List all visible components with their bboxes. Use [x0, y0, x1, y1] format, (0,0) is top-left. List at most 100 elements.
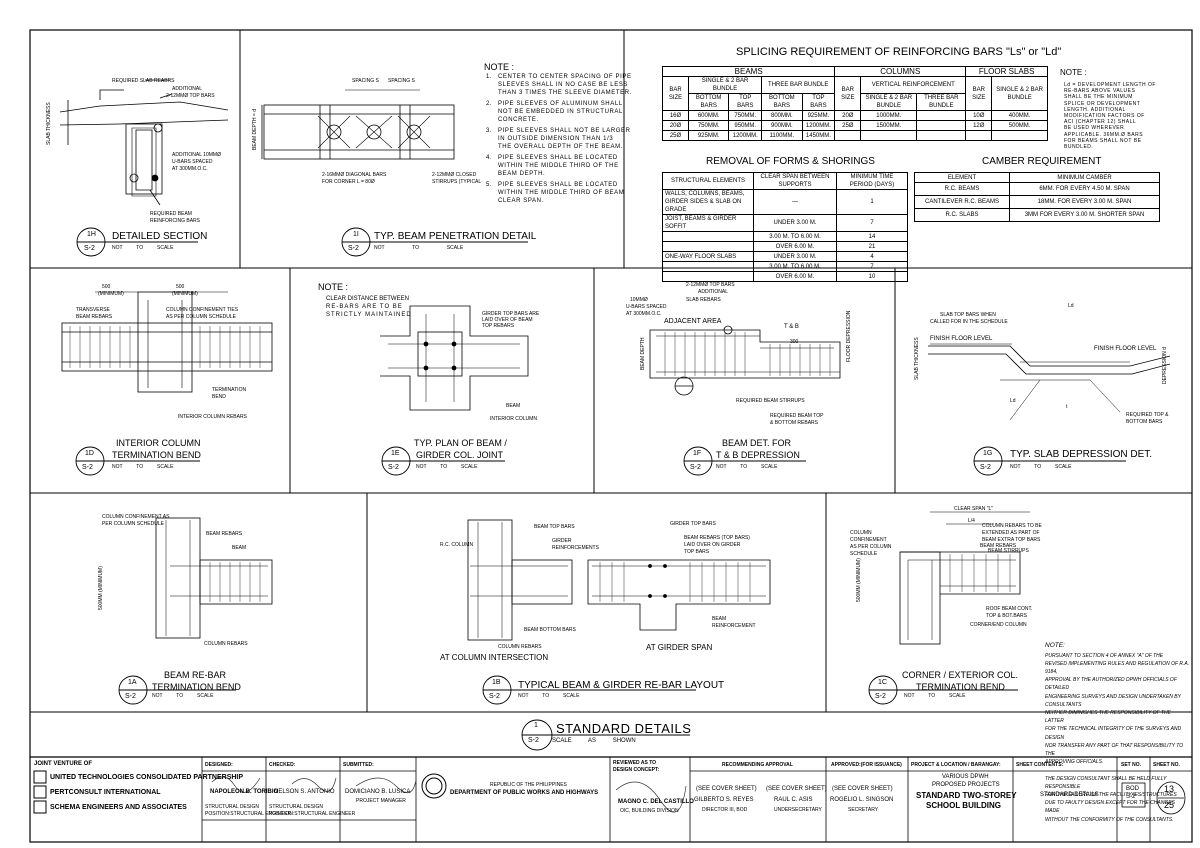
main-sheet: S-2 — [528, 737, 539, 744]
legal-note: NOTE:PURSUANT TO SECTION 4 OF ANNEX "A" … — [1045, 641, 1190, 824]
d1d-title-1: INTERIOR COLUMN — [116, 438, 201, 448]
label-beam-depth: BEAM DEPTH = d — [252, 109, 258, 150]
e-note-title: NOTE : — [318, 282, 349, 292]
rec2-name: RAUL C. ASIS — [774, 797, 813, 803]
detail-1e-drawing — [380, 305, 529, 411]
splicing-note-title: NOTE : — [1060, 68, 1087, 77]
legal-note-line: REVISED IMPLEMENTING RULES AND REGULATIO… — [1045, 660, 1190, 675]
pipe-note-num: 4. — [486, 155, 492, 161]
c-col-rebars-2: EXTENDED AS PART OF — [982, 530, 1040, 536]
camber-cell: R.C. BEAMS — [914, 182, 1010, 196]
splice-col-cell — [916, 120, 967, 131]
top-bars-1: TOP BARS — [728, 93, 763, 111]
c-beam-stir: BEAM STIRRUPS — [988, 548, 1029, 554]
pipe-note-line: THE OVERALL DEPTH OF THE BEAM. — [498, 144, 624, 150]
g-req-1: REQUIRED TOP & — [1126, 412, 1169, 418]
d1d-sheet: S-2 — [82, 464, 93, 471]
vertical-reinf-head: VERTICAL REINFORCEMENT — [860, 76, 967, 94]
splice-slab-cell — [965, 130, 993, 141]
label-req-beam-1: REQUIRED BEAM — [150, 211, 192, 217]
set-1: BOD — [1126, 786, 1140, 792]
legal-note-line: APPROVING OFFICIALS. — [1045, 759, 1104, 766]
forms-title: REMOVAL OF FORMS & SHORINGS — [706, 156, 875, 167]
main-title: STANDARD DETAILS — [556, 721, 692, 736]
splicing-note-line: SHALL BE THE MINIMUM — [1064, 94, 1133, 101]
detail-1a-drawing — [155, 517, 273, 639]
girder-top-3: TOP REBARS — [482, 323, 515, 329]
a-col-rebars: COLUMN REBARS — [204, 641, 248, 647]
splicing-note-line: RE-BARS ABOVE VALUES — [1064, 88, 1136, 95]
detail-1i-drawing — [261, 89, 455, 160]
g-ffl-1: FINISH FLOOR LEVEL — [930, 336, 993, 342]
d1d-500b: 500 — [176, 284, 185, 290]
splice-beam-cell: 950MM. — [728, 120, 763, 131]
submitted-role: PROJECT MANAGER — [356, 798, 406, 804]
d1c-title-2: TERMINATION BEND — [916, 682, 1005, 692]
b-beam-reinf-2: REINFORCEMENT — [712, 623, 756, 629]
b-girder-reinf-2: REINFORCEMENTS — [552, 545, 599, 551]
splice-beam-cell: 1200MM. — [801, 120, 836, 131]
rec-label: RECOMMENDING APPROVAL — [722, 762, 793, 768]
pipe-note-num: 2. — [486, 101, 492, 107]
forms-cell: 4 — [836, 251, 908, 262]
legal-note-line: THE DESIGN CONSULTANT SHALL BE HELD FULL… — [1045, 775, 1167, 790]
b-beam-rebars-2: LAID OVER ON GIRDER — [684, 542, 741, 548]
splicing-table: BEAMS COLUMNS FLOOR SLABS BAR SIZE SINGL… — [661, 66, 1048, 141]
top-bars-2: TOP BARS — [801, 93, 836, 111]
forms-row: OVER 6.00 M.21 — [662, 241, 908, 252]
forms-cell: 7 — [836, 261, 908, 272]
camber-title: CAMBER REQUIREMENT — [982, 156, 1102, 167]
forms-cell: 10 — [836, 271, 908, 282]
d1f-title-1: BEAM DET. FOR — [722, 438, 792, 448]
d1a-scale: NOT TO SCALE — [152, 693, 214, 699]
camber-h1: ELEMENT — [914, 172, 1010, 183]
pipe-note-line: PIPE SLEEVES SHALL BE LOCATED — [498, 155, 618, 161]
label-int-col: INTERIOR COLUMN REBARS — [178, 414, 247, 420]
bar-size-slab: BAR SIZE — [965, 76, 993, 111]
c-l4: L/4 — [968, 518, 975, 524]
a-beam: BEAM — [232, 545, 247, 551]
d1b-sheet: S-2 — [489, 693, 500, 700]
f-u3: AT 300MM.O.C. — [626, 311, 662, 317]
splicing-note-line: Ld = DEVELOPMENT LENGTH OF — [1064, 82, 1156, 88]
sheet-contents: STANDARD DETAILS — [1040, 792, 1099, 798]
d1g-sheet: S-2 — [980, 464, 991, 471]
jv-label: JOINT VENTURE OF — [34, 761, 93, 767]
approved-name: ROGELIO L. SINGSON — [830, 797, 894, 803]
d1g-scale: NOT TO SCALE — [1010, 464, 1072, 470]
d1c-code: 1C — [878, 679, 887, 686]
f-300: 300 — [790, 339, 799, 345]
d1a-title-1: BEAM RE-BAR — [164, 670, 227, 680]
b-at-col: AT COLUMN INTERSECTION — [440, 653, 549, 662]
pipe-note-line: PIPE SLEEVES SHALL BE LOCATED — [498, 182, 618, 188]
splice-beam-cell: 25Ø — [662, 130, 689, 141]
label-add-ubars-3: AT 300MM.O.C. — [172, 166, 208, 172]
f-req-top-2: & BOTTOM REBARS — [770, 420, 818, 426]
pipe-note-line: PIPE SLEEVES SHALL NOT BE LARGER — [498, 128, 631, 134]
label-transverse-1: TRANSVERSE — [76, 307, 110, 313]
forms-table: STRUCTURAL ELEMENTS CLEAR SPAN BETWEEN S… — [662, 172, 908, 282]
splicing-note-line: ACI (CHAPTER 12) SHALL — [1064, 119, 1137, 126]
camber-cell: 6MM. FOR EVERY 4.50 M. SPAN — [1009, 182, 1160, 196]
label-add-ubars-1: ADDITIONAL 10MMØ — [172, 152, 221, 158]
label-closed-2: STIRRUPS (TYPICAL — [432, 179, 482, 185]
splice-slab-cell: 500MM. — [991, 120, 1048, 131]
d1b-title: TYPICAL BEAM & GIRDER RE-BAR LAYOUT — [518, 680, 725, 691]
label-additional: ADDITIONAL — [172, 86, 203, 92]
splice-beam-cell: 20Ø — [662, 120, 689, 131]
title-block-grid — [201, 757, 1192, 842]
splicing-note-line: SPLICE OR DEVELOPMENT — [1064, 100, 1141, 107]
label-spacing-s1: SPACING S — [352, 78, 379, 84]
pipe-note-line: SLEEVES SHALL IN NO CASE BE LESS — [498, 82, 629, 88]
f-u2: U-BARS SPACED — [626, 304, 667, 310]
forms-h2: CLEAR SPAN BETWEEN SUPPORTS — [753, 172, 837, 190]
pipe-note-num: 3. — [486, 128, 492, 134]
g-ld-2: Ld — [1010, 398, 1016, 404]
designed-name: NAPOLEON B. TORIBIO — [210, 789, 279, 795]
d1f-scale: NOT TO SCALE — [716, 464, 778, 470]
forms-cell — [662, 241, 754, 252]
g-slab-2: CALLED FOR IN THE SCHEDULE — [930, 319, 1008, 325]
label-colconf-2: AS PER COLUMN SCHEDULE — [166, 314, 237, 320]
